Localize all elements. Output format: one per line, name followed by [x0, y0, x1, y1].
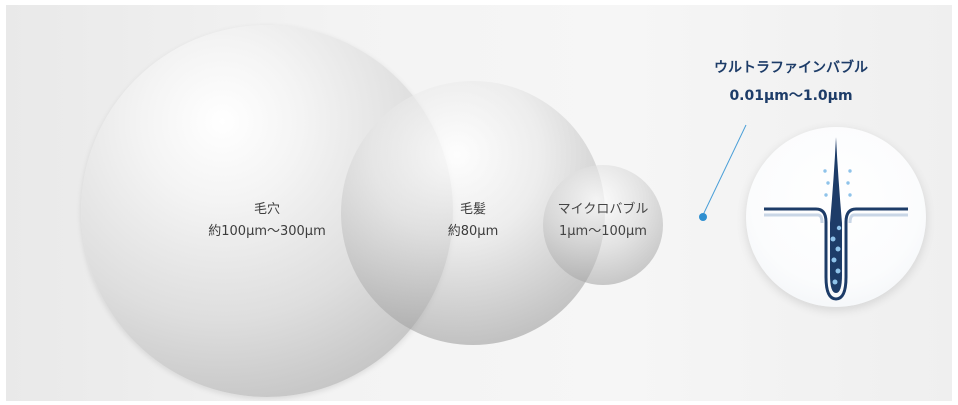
hair-follicle-icon [764, 137, 908, 301]
ultrafine-bubble-size: 0.01µm〜1.0µm [729, 88, 853, 104]
microbubble-name: マイクロバブル [557, 202, 649, 217]
pointer-dot-icon [699, 213, 707, 221]
pore-name: 毛穴 [253, 202, 280, 217]
hair-name: 毛髪 [459, 202, 486, 217]
ultrafine-bubble-title: ウルトラファインバブル [714, 60, 868, 76]
pointer-line [699, 124, 747, 221]
hair-label: 毛髪 約80µm [418, 199, 528, 243]
microbubble-circle [543, 165, 663, 285]
hair-follicle-illustration [746, 127, 926, 307]
hair-size: 約80µm [447, 224, 499, 239]
microbubble-size: 1µm〜100µm [559, 224, 647, 239]
microbubble-label: マイクロバブル 1µm〜100µm [548, 199, 658, 243]
pore-size: 約100µm〜300µm [208, 224, 326, 239]
diagram-canvas: 毛穴 約100µm〜300µm 毛髪 約80µm マイクロバブル 1µm〜100… [6, 5, 952, 401]
pore-label: 毛穴 約100µm〜300µm [197, 199, 337, 243]
